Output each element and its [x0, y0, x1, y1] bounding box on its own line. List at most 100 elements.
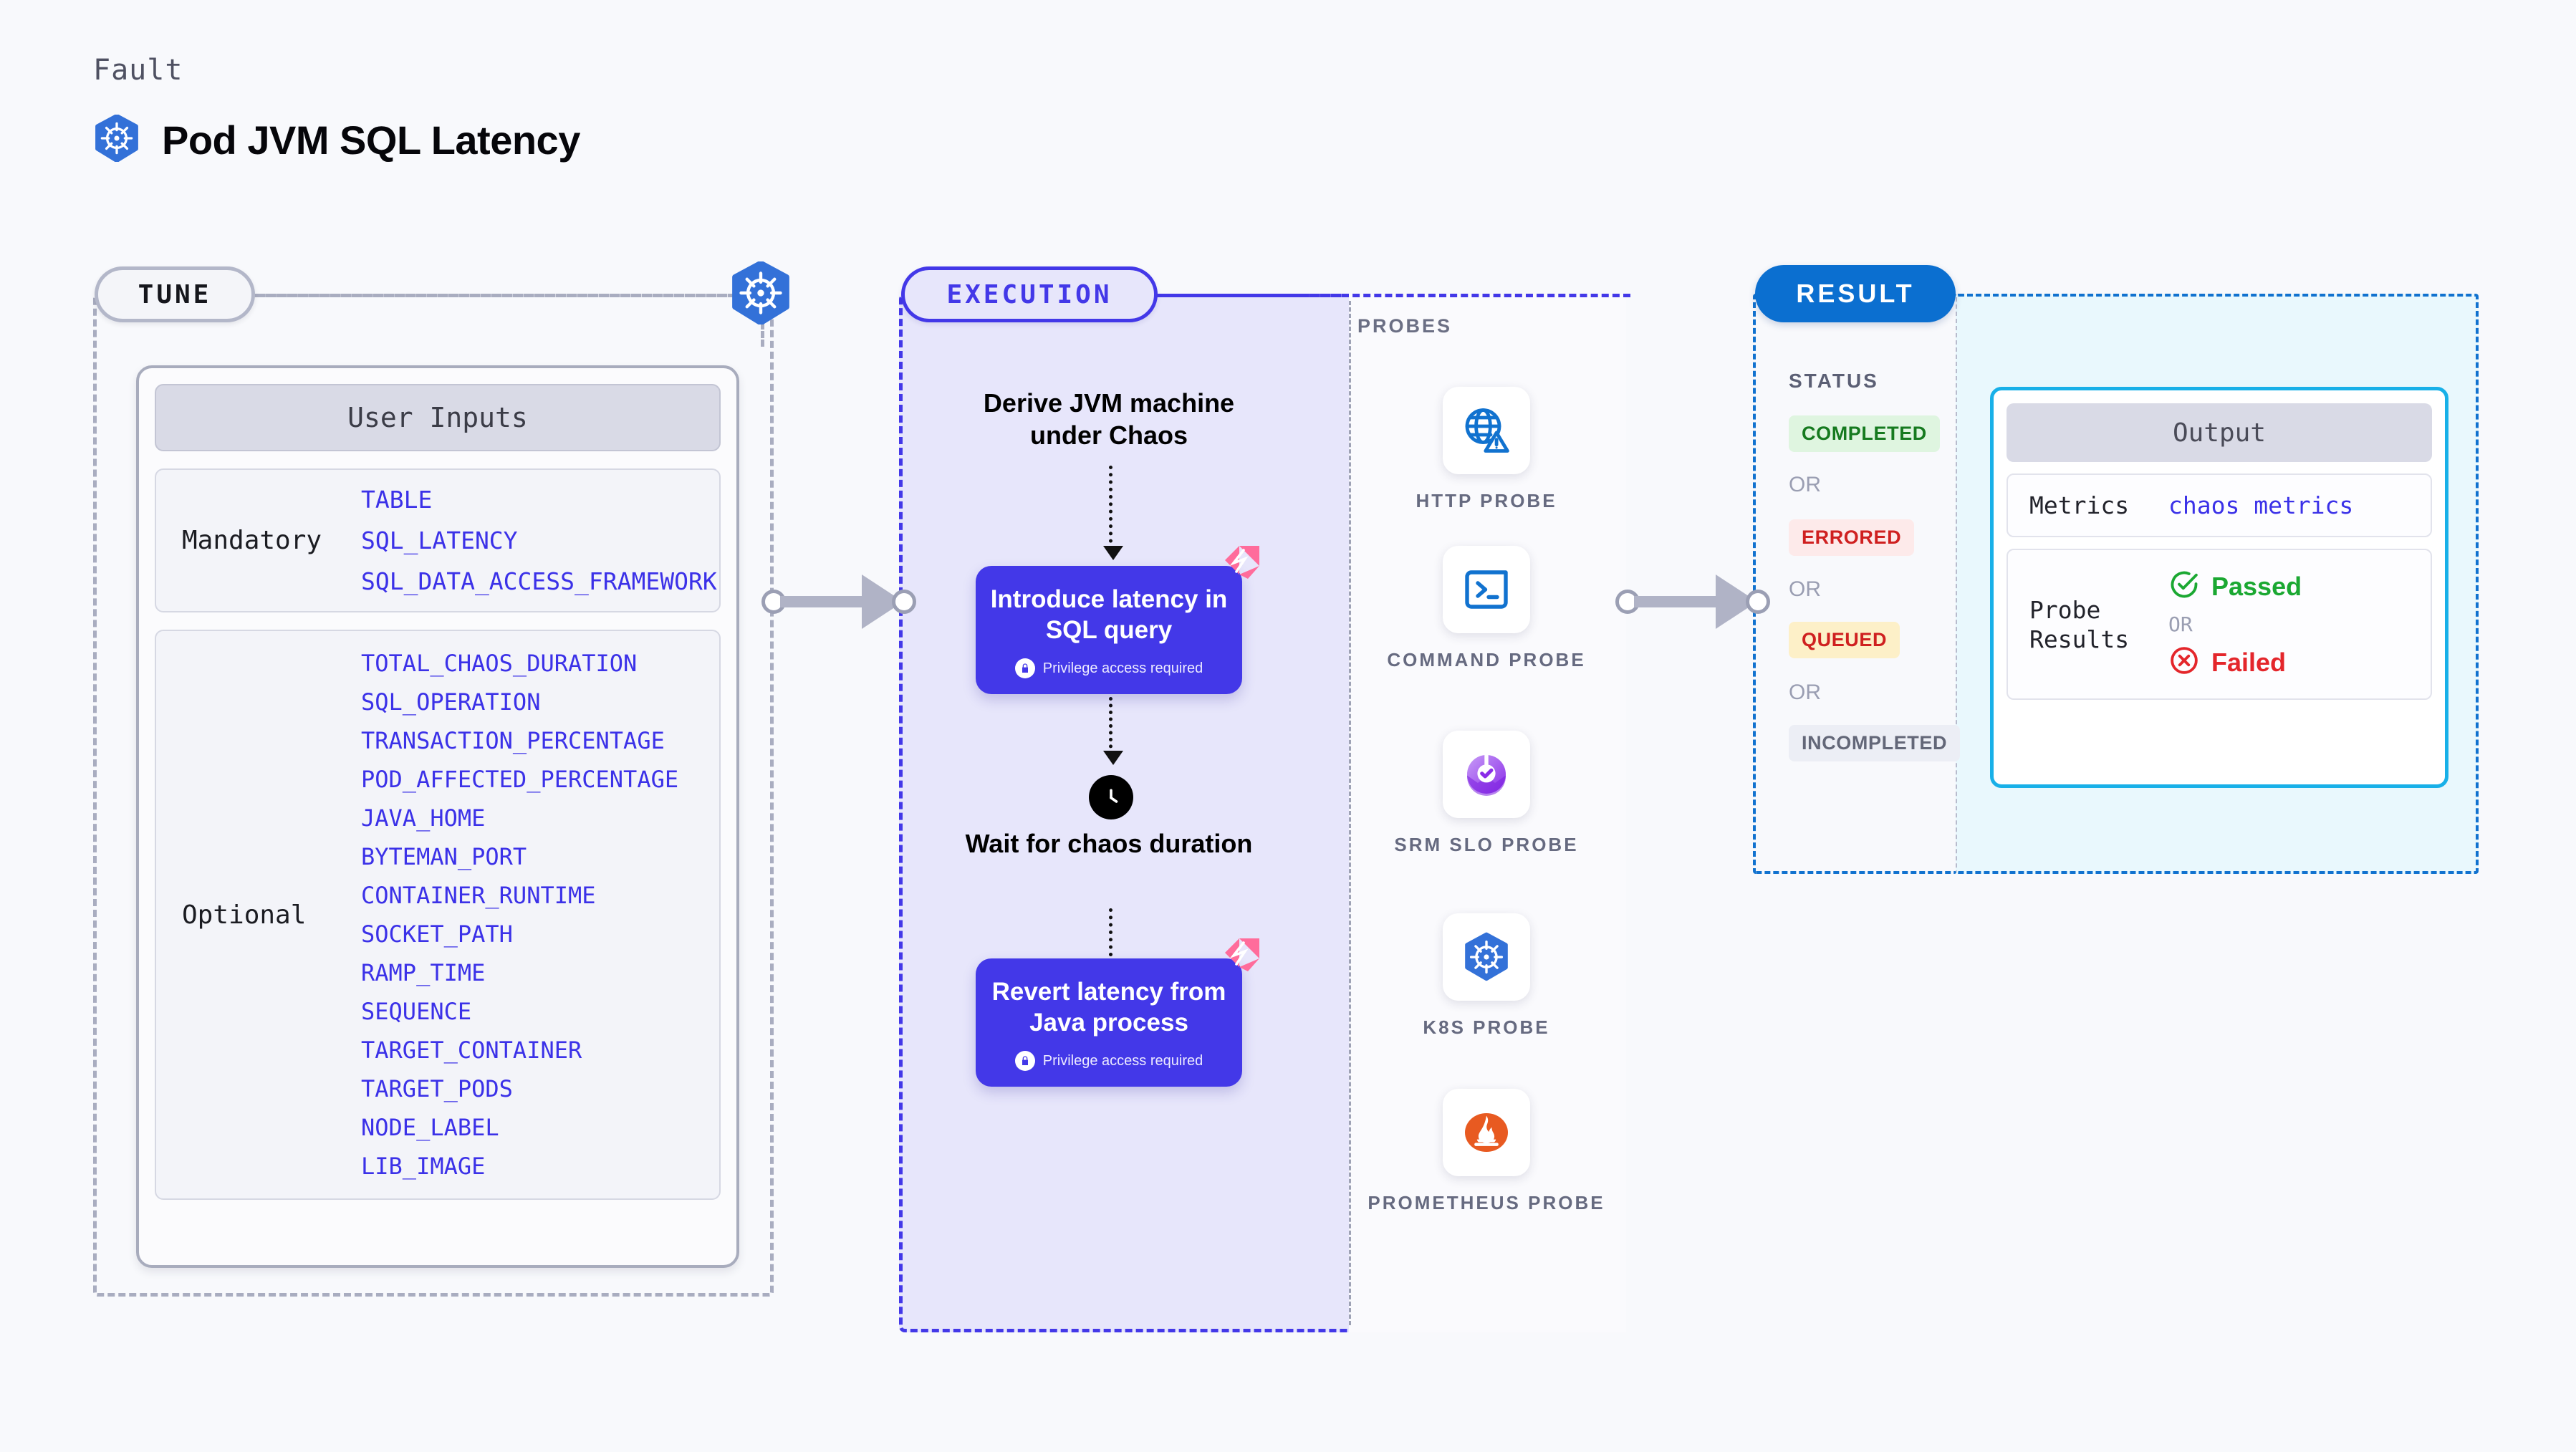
user-inputs-card: User Inputs Mandatory TABLE SQL_LATENCY … — [136, 365, 739, 1268]
param-item[interactable]: SOCKET_PATH — [361, 920, 513, 948]
probe-label: COMMAND PROBE — [1387, 649, 1586, 670]
probe-result-fail-label: Failed — [2211, 647, 2287, 677]
status-or-3: OR — [1789, 681, 1821, 704]
tune-badge[interactable]: TUNE — [95, 266, 255, 322]
result-badge-label: RESULT — [1796, 279, 1915, 308]
globe-warning-icon — [1443, 387, 1530, 474]
param-item[interactable]: CONTAINER_RUNTIME — [361, 882, 596, 909]
page-title-row: Pod JVM SQL Latency — [93, 113, 580, 165]
probe-result-failed: Failed — [2168, 645, 2302, 680]
param-item[interactable]: POD_AFFECTED_PERCENTAGE — [361, 766, 679, 793]
connector-dot-right — [1746, 590, 1770, 614]
prometheus-icon — [1443, 1089, 1530, 1176]
execution-step-note: Privilege access required — [1014, 1051, 1203, 1072]
probe-command[interactable]: COMMAND PROBE — [1347, 546, 1626, 673]
param-item[interactable]: SQL_OPERATION — [361, 688, 541, 716]
probe-label: PROMETHEUS PROBE — [1368, 1192, 1605, 1213]
param-item[interactable]: NODE_LABEL — [361, 1114, 499, 1141]
output-key-probe-results: Probe Results — [2029, 595, 2130, 653]
param-item[interactable]: TARGET_PODS — [361, 1075, 513, 1102]
page-title: Pod JVM SQL Latency — [162, 117, 580, 163]
kubernetes-icon — [729, 260, 792, 328]
mandatory-group: Mandatory TABLE SQL_LATENCY SQL_DATA_ACC… — [155, 468, 721, 612]
execution-step-wait: Wait for chaos duration — [965, 829, 1253, 858]
param-item[interactable]: JAVA_HOME — [361, 804, 486, 832]
flow-arrow-1 — [1103, 466, 1123, 560]
probe-result-or: OR — [2168, 612, 2193, 637]
tune-badge-label: TUNE — [138, 279, 212, 309]
probes-label: PROBES — [1357, 315, 1453, 337]
clock-icon — [1089, 775, 1133, 819]
mandatory-group-items: TABLE SQL_LATENCY SQL_DATA_ACCESS_FRAMEW… — [361, 486, 717, 595]
status-badge-queued: QUEUED — [1789, 622, 1900, 658]
optional-group: Optional TOTAL_CHAOS_DURATION SQL_OPERAT… — [155, 630, 721, 1200]
terminal-icon — [1443, 546, 1530, 633]
mandatory-group-label: Mandatory — [182, 526, 322, 555]
param-item[interactable]: BYTEMAN_PORT — [361, 843, 527, 870]
optional-group-items: TOTAL_CHAOS_DURATION SQL_OPERATION TRANS… — [361, 650, 678, 1180]
lock-icon — [1014, 1051, 1035, 1072]
lock-icon — [1014, 658, 1035, 679]
param-item[interactable]: TRANSACTION_PERCENTAGE — [361, 727, 665, 754]
execution-badge[interactable]: EXECUTION — [901, 266, 1158, 322]
probe-label: K8S PROBE — [1423, 1016, 1550, 1038]
check-circle-icon — [2168, 569, 2200, 604]
status-badge-completed: COMPLETED — [1789, 415, 1940, 452]
probe-prometheus[interactable]: PROMETHEUS PROBE — [1347, 1089, 1626, 1216]
kubernetes-icon — [1443, 913, 1530, 1001]
harness-icon — [1208, 544, 1261, 597]
status-or-2: OR — [1789, 577, 1821, 601]
param-item[interactable]: SQL_LATENCY — [361, 527, 518, 554]
probe-result-passed: Passed — [2168, 569, 2302, 604]
param-item[interactable]: RAMP_TIME — [361, 959, 486, 986]
execution-step-label: Revert latency from Java process — [991, 978, 1226, 1037]
page-eyebrow: Fault — [93, 54, 183, 87]
status-or-1: OR — [1789, 473, 1821, 496]
execution-badge-label: EXECUTION — [946, 279, 1112, 309]
kubernetes-icon — [93, 113, 140, 165]
output-card: Output Metrics chaos metrics Probe Resul… — [1990, 387, 2448, 788]
result-badge[interactable]: RESULT — [1755, 265, 1956, 322]
harness-icon — [1208, 937, 1261, 990]
probe-srm-slo[interactable]: SRM SLO PROBE — [1347, 731, 1626, 857]
execution-step-label: Introduce latency in SQL query — [990, 585, 1228, 644]
connector-dot-right — [892, 590, 916, 614]
probe-result-values: Passed OR Failed — [2168, 569, 2302, 680]
execution-step-note: Privilege access required — [1014, 658, 1203, 679]
probe-label: SRM SLO PROBE — [1394, 834, 1579, 855]
execution-step-note-label: Privilege access required — [1042, 1052, 1203, 1069]
x-circle-icon — [2168, 645, 2200, 680]
output-title: Output — [2007, 403, 2432, 462]
probe-label: HTTP PROBE — [1416, 490, 1557, 511]
param-item[interactable]: TOTAL_CHAOS_DURATION — [361, 650, 638, 677]
param-item[interactable]: SEQUENCE — [361, 998, 472, 1025]
execution-step-introduce-latency[interactable]: Introduce latency in SQL query Privilege… — [976, 546, 1259, 695]
param-item[interactable]: SQL_DATA_ACCESS_FRAMEWORK — [361, 567, 717, 595]
flow-arrow-2 — [1103, 683, 1123, 765]
execution-step-derive: Derive JVM machine under Chaos — [983, 388, 1235, 450]
execution-step-revert-latency[interactable]: Revert latency from Java process Privile… — [976, 938, 1259, 1087]
optional-group-label: Optional — [182, 900, 307, 930]
output-key-metrics: Metrics — [2029, 491, 2130, 519]
user-inputs-title: User Inputs — [155, 384, 721, 451]
probe-http[interactable]: HTTP PROBE — [1347, 387, 1626, 514]
output-value-metrics[interactable]: chaos metrics — [2168, 491, 2354, 520]
status-label: STATUS — [1789, 370, 1879, 392]
execution-step-note-label: Privilege access required — [1042, 660, 1203, 676]
probe-k8s[interactable]: K8S PROBE — [1347, 913, 1626, 1040]
param-item[interactable]: LIB_IMAGE — [361, 1153, 486, 1180]
srm-slo-icon — [1443, 731, 1530, 818]
probe-result-pass-label: Passed — [2211, 571, 2302, 601]
probes-divider — [1349, 301, 1351, 1325]
status-badge-errored: ERRORED — [1789, 519, 1915, 556]
output-row-probe-results: Probe Results Passed OR — [2007, 549, 2432, 701]
tune-k8s-stem — [761, 314, 764, 347]
connector-bar — [780, 596, 873, 607]
output-row-metrics: Metrics chaos metrics — [2007, 473, 2432, 538]
param-item[interactable]: TARGET_CONTAINER — [361, 1037, 582, 1064]
execution-connector-line — [1158, 294, 1630, 297]
status-badge-incompleted: INCOMPLETED — [1789, 725, 1961, 761]
connector-bar — [1634, 596, 1727, 607]
param-item[interactable]: TABLE — [361, 486, 433, 514]
